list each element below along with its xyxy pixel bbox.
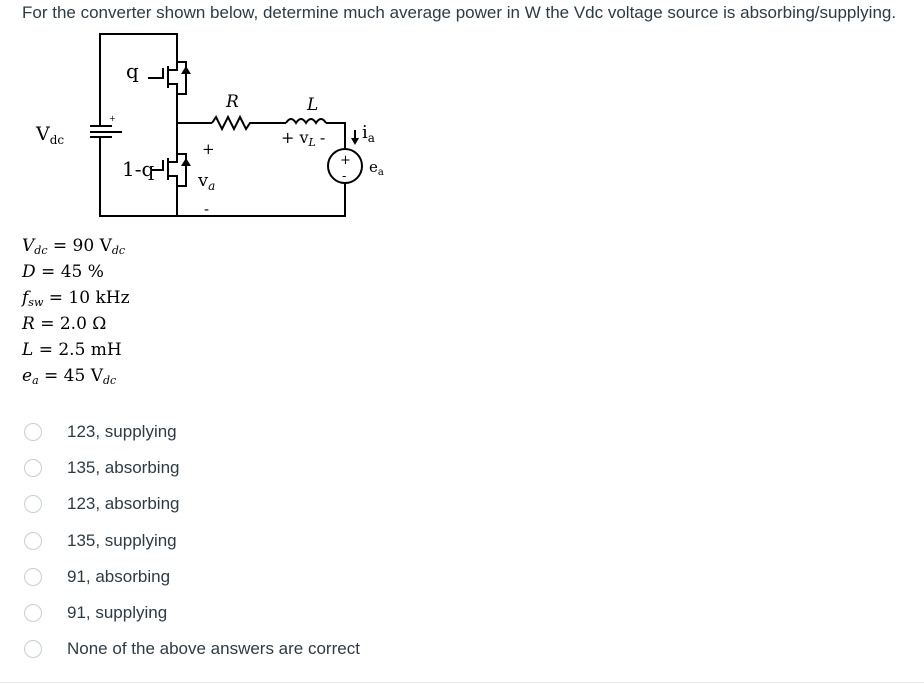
top-switch-label: q [126, 59, 139, 83]
answer-label: None of the above answers are correct [67, 639, 360, 659]
radio-button[interactable] [24, 567, 42, 586]
answer-option-4[interactable]: 135, supplying [24, 523, 360, 559]
current-label: ia [362, 122, 375, 145]
wire-right-bottom [177, 184, 346, 217]
radio-button[interactable] [24, 531, 42, 550]
radio-button[interactable] [24, 423, 42, 442]
answer-label: 123, absorbing [67, 494, 180, 514]
answer-option-3[interactable]: 123, absorbing [24, 486, 360, 522]
source-label: Vdc [35, 123, 64, 147]
vl-label: + vL- [281, 128, 325, 149]
bottom-switch-label: 1-q [122, 157, 154, 181]
radio-button[interactable] [24, 640, 42, 659]
wire-right [326, 122, 346, 148]
param-ea: ea = 45 Vdc [22, 366, 117, 387]
resistor [211, 114, 256, 132]
radio-button[interactable] [24, 604, 42, 623]
divider [0, 682, 924, 683]
answer-label: 135, absorbing [67, 458, 180, 478]
va-plus-label: + [202, 140, 215, 158]
answer-label: 91, supplying [67, 603, 168, 623]
ea-source [327, 148, 363, 184]
inductor [285, 118, 327, 125]
radio-button[interactable] [24, 495, 42, 514]
param-r: R = 2.0 Ω [22, 314, 107, 334]
wire-left-bottom [99, 140, 178, 217]
circuit-diagram: Vdc + q 1-q R L + vL- ia + va - + - ea [35, 33, 384, 218]
answer-option-5[interactable]: 91, absorbing [24, 559, 360, 595]
source-plus-label: + [109, 114, 116, 123]
param-d: D = 45 % [22, 262, 104, 282]
resistor-label: R [225, 92, 239, 112]
ea-plus-label: + [340, 153, 351, 168]
top-diode [181, 66, 191, 74]
answer-label: 135, supplying [67, 530, 177, 550]
wire-left-top [99, 33, 178, 115]
answer-label: 91, absorbing [67, 566, 171, 586]
bottom-switch-gate [152, 160, 164, 171]
inductor-label: L [306, 95, 318, 115]
ea-label: ea [369, 158, 384, 178]
question-text: For the converter shown below, determine… [22, 3, 897, 22]
top-switch-gate [148, 68, 164, 79]
answer-option-6[interactable]: 91, supplying [24, 595, 360, 631]
answer-option-1[interactable]: 123, supplying [24, 414, 360, 450]
param-fsw: fsw = 10 kHz [22, 288, 130, 309]
answer-options: 123, supplying 135, absorbing 123, absor… [24, 414, 360, 667]
va-minus-label: - [204, 200, 209, 218]
answer-option-2[interactable]: 135, absorbing [24, 450, 360, 486]
answer-option-7[interactable]: None of the above answers are correct [24, 631, 360, 667]
param-vdc: Vdc = 90 Vdc [22, 236, 126, 257]
va-label: va [197, 170, 215, 193]
ea-minus-label: - [342, 169, 346, 184]
param-l: L = 2.5 mH [22, 340, 122, 360]
bottom-diode [181, 158, 191, 166]
radio-button[interactable] [24, 459, 42, 478]
parameter-list: Vdc = 90 Vdc D = 45 % fsw = 10 kHz R = 2… [22, 233, 130, 389]
answer-label: 123, supplying [67, 422, 177, 442]
